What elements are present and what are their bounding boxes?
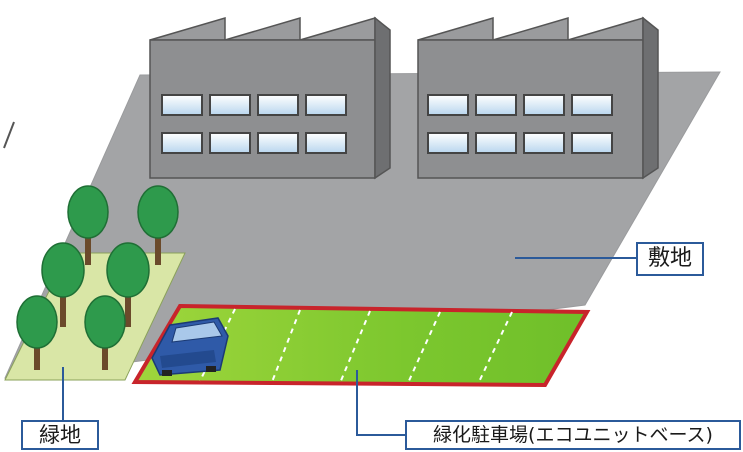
tree-icon [67, 185, 109, 265]
trees [16, 185, 179, 370]
factory-windows [161, 94, 347, 154]
green-area-label: 緑地 [21, 420, 99, 450]
tree-icon [16, 295, 58, 370]
tree-icon [84, 295, 126, 370]
factory-building-left [149, 16, 391, 180]
tree-icon [41, 242, 85, 327]
tree-icon [106, 242, 150, 327]
factory-building-right [417, 16, 659, 180]
green-parking-lot [131, 303, 591, 388]
factory-windows [427, 94, 613, 154]
green-parking-label: 緑化駐車場(エコユニットベース) [405, 420, 741, 450]
tree-icon [137, 185, 179, 265]
leader-line-green-parking [356, 370, 405, 436]
car-icon [151, 317, 229, 376]
edge-stroke [3, 121, 15, 149]
leader-lines [62, 257, 636, 436]
site-label: 敷地 [636, 242, 704, 276]
